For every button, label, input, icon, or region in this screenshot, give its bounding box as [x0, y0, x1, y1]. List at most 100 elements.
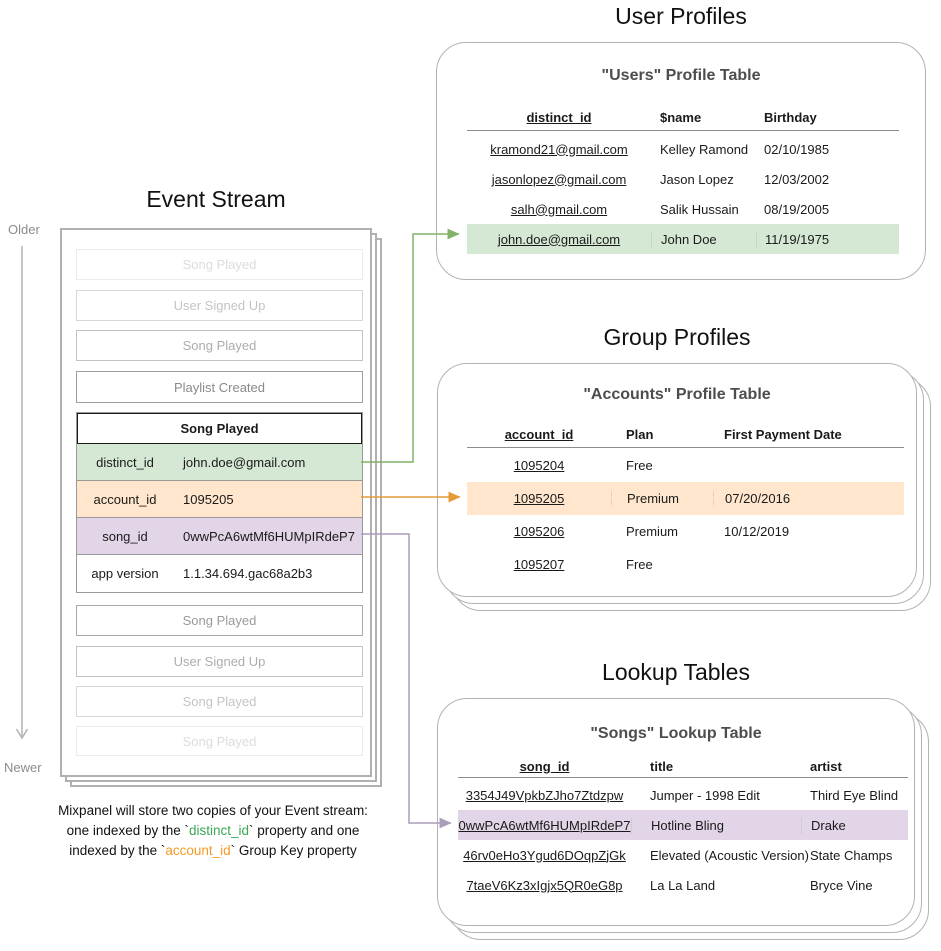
group-profiles-title: Group Profiles	[603, 324, 751, 350]
column-header: distinct_id	[526, 110, 592, 125]
event-box: User Signed Up	[76, 646, 363, 677]
event-label: Song Played	[182, 733, 257, 749]
event-box: Song Played	[76, 726, 363, 756]
event-property-row-account-id: account_id 1095205	[77, 481, 362, 518]
property-value: 1095205	[183, 491, 234, 507]
table-cell: 07/20/2016	[713, 491, 904, 506]
event-label: Song Played	[182, 694, 257, 709]
property-value: 1.1.34.694.gac68a2b3	[183, 566, 313, 581]
column-header: account_id	[504, 427, 574, 442]
caption-text: ` property and one	[249, 823, 360, 838]
event-property-row-app-version: app version 1.1.34.694.gac68a2b3	[77, 555, 362, 592]
event-label: User Signed Up	[173, 654, 266, 669]
caption-text: ` Group Key property	[230, 843, 357, 858]
timeline-arrow	[15, 246, 29, 740]
column-header: $name	[660, 110, 702, 125]
property-key: account_id	[93, 491, 157, 507]
table-row: kramond21@gmail.com Kelley Ramond 02/10/…	[467, 134, 899, 164]
table-cell: 0wwPcA6wtMf6HUMpIRdeP7	[458, 817, 631, 833]
event-property-row-song-id: song_id 0wwPcA6wtMf6HUMpIRdeP7	[77, 518, 362, 555]
lookup-tables-title: Lookup Tables	[602, 659, 750, 685]
table-cell: Premium	[611, 491, 713, 506]
table-cell: 3354J49VpkbZJho7Ztdzpw	[465, 787, 624, 803]
table-cell: Jumper - 1998 Edit	[650, 787, 760, 803]
table-row: 3354J49VpkbZJho7Ztdzpw Jumper - 1998 Edi…	[458, 780, 908, 810]
table-cell: John Doe	[651, 231, 756, 247]
table-row-highlighted: 0wwPcA6wtMf6HUMpIRdeP7 Hotline Bling Dra…	[458, 810, 908, 840]
column-header: title	[650, 758, 674, 774]
table-cell: Jason Lopez	[660, 171, 734, 187]
table-row: 1095204 Free	[467, 449, 904, 482]
event-box: Song Played	[76, 686, 363, 717]
table-row: 7taeV6Kz3xIgjx5QR0eG8p La La Land Bryce …	[458, 870, 908, 900]
table-cell: Free	[626, 557, 653, 572]
event-stream-title: Event Stream	[146, 186, 286, 212]
table-cell: jasonlopez@gmail.com	[491, 171, 627, 187]
users-card-title: "Users" Profile Table	[601, 67, 761, 84]
table-cell: Kelley Ramond	[660, 141, 749, 157]
event-stream-container: Song Played User Signed Up Song Played P…	[60, 228, 372, 777]
caption-line-1: Mixpanel will store two copies of your E…	[58, 803, 368, 818]
event-box: Song Played	[76, 330, 363, 361]
user-profiles-title: User Profiles	[615, 3, 747, 29]
caption-line-3: indexed by the `account_id` Group Key pr…	[18, 841, 408, 861]
table-cell: La La Land	[650, 877, 716, 893]
event-label: User Signed Up	[173, 298, 266, 313]
caption-text: indexed by the `	[69, 843, 166, 858]
songs-card-title: "Songs" Lookup Table	[590, 725, 762, 742]
table-cell: Bryce Vine	[810, 877, 873, 893]
table-row: jasonlopez@gmail.com Jason Lopez 12/03/2…	[467, 164, 899, 194]
users-profile-card: "Users" Profile Table distinct_id $name …	[436, 42, 926, 280]
table-cell: kramond21@gmail.com	[490, 141, 628, 157]
table-cell: john.doe@gmail.com	[497, 231, 621, 247]
column-header: First Payment Date	[724, 427, 842, 442]
accounts-table: account_id Plan First Payment Date 10952…	[467, 422, 904, 581]
table-cell: 1095207	[513, 557, 565, 572]
older-label: Older	[8, 222, 40, 237]
table-row: 46rv0eHo3Ygud6DOqpZjGk Elevated (Acousti…	[458, 840, 908, 870]
property-key: song_id	[102, 528, 148, 544]
event-label: Song Played	[182, 338, 257, 353]
property-key: app version	[91, 566, 159, 581]
table-cell: Hotline Bling	[631, 817, 801, 833]
users-table-header: distinct_id $name Birthday	[467, 105, 899, 131]
accounts-profile-card: "Accounts" Profile Table account_id Plan…	[437, 363, 917, 597]
expanded-event-title: Song Played	[77, 413, 362, 444]
table-row-highlighted: john.doe@gmail.com John Doe 11/19/1975	[467, 224, 899, 254]
column-header: Birthday	[764, 110, 817, 125]
event-label: Playlist Created	[173, 379, 266, 395]
event-box: User Signed Up	[76, 290, 363, 321]
table-cell: 1095205	[513, 491, 565, 506]
accounts-table-header: account_id Plan First Payment Date	[467, 422, 904, 448]
caption-text: one indexed by the `	[66, 823, 189, 838]
table-cell: 1095204	[513, 458, 565, 473]
caption-line-2: one indexed by the `distinct_id` propert…	[18, 821, 408, 841]
event-property-row-distinct-id: distinct_id john.doe@gmail.com	[77, 444, 362, 481]
table-row: 1095206 Premium 10/12/2019	[467, 515, 904, 548]
event-box: Song Played	[76, 249, 363, 280]
expanded-event-card: Song Played distinct_id john.doe@gmail.c…	[76, 412, 363, 593]
table-cell: salh@gmail.com	[510, 201, 608, 217]
table-cell: Free	[626, 458, 653, 473]
songs-table: song_id title artist 3354J49VpkbZJho7Ztd…	[458, 755, 908, 900]
property-value: 0wwPcA6wtMf6HUMpIRdeP7	[183, 528, 355, 544]
table-cell: Salik Hussain	[660, 201, 739, 217]
table-cell: Drake	[801, 817, 908, 833]
table-cell: 12/03/2002	[764, 171, 830, 187]
table-cell: 7taeV6Kz3xIgjx5QR0eG8p	[466, 877, 623, 893]
event-label: Song Played	[182, 257, 257, 272]
event-box: Song Played	[76, 605, 363, 636]
newer-label: Newer	[4, 760, 42, 775]
column-header: Plan	[626, 427, 654, 442]
account-id-code: account_id	[165, 843, 231, 858]
table-cell: 46rv0eHo3Ygud6DOqpZjGk	[463, 847, 626, 863]
songs-table-header: song_id title artist	[458, 755, 908, 778]
table-cell: State Champs	[810, 847, 893, 863]
event-box: Playlist Created	[76, 371, 363, 403]
table-cell: 02/10/1985	[764, 141, 830, 157]
distinct-id-code: distinct_id	[188, 823, 250, 838]
column-header: artist	[810, 758, 842, 774]
table-cell: 1095206	[513, 524, 565, 539]
songs-lookup-card: "Songs" Lookup Table song_id title artis…	[437, 698, 915, 926]
